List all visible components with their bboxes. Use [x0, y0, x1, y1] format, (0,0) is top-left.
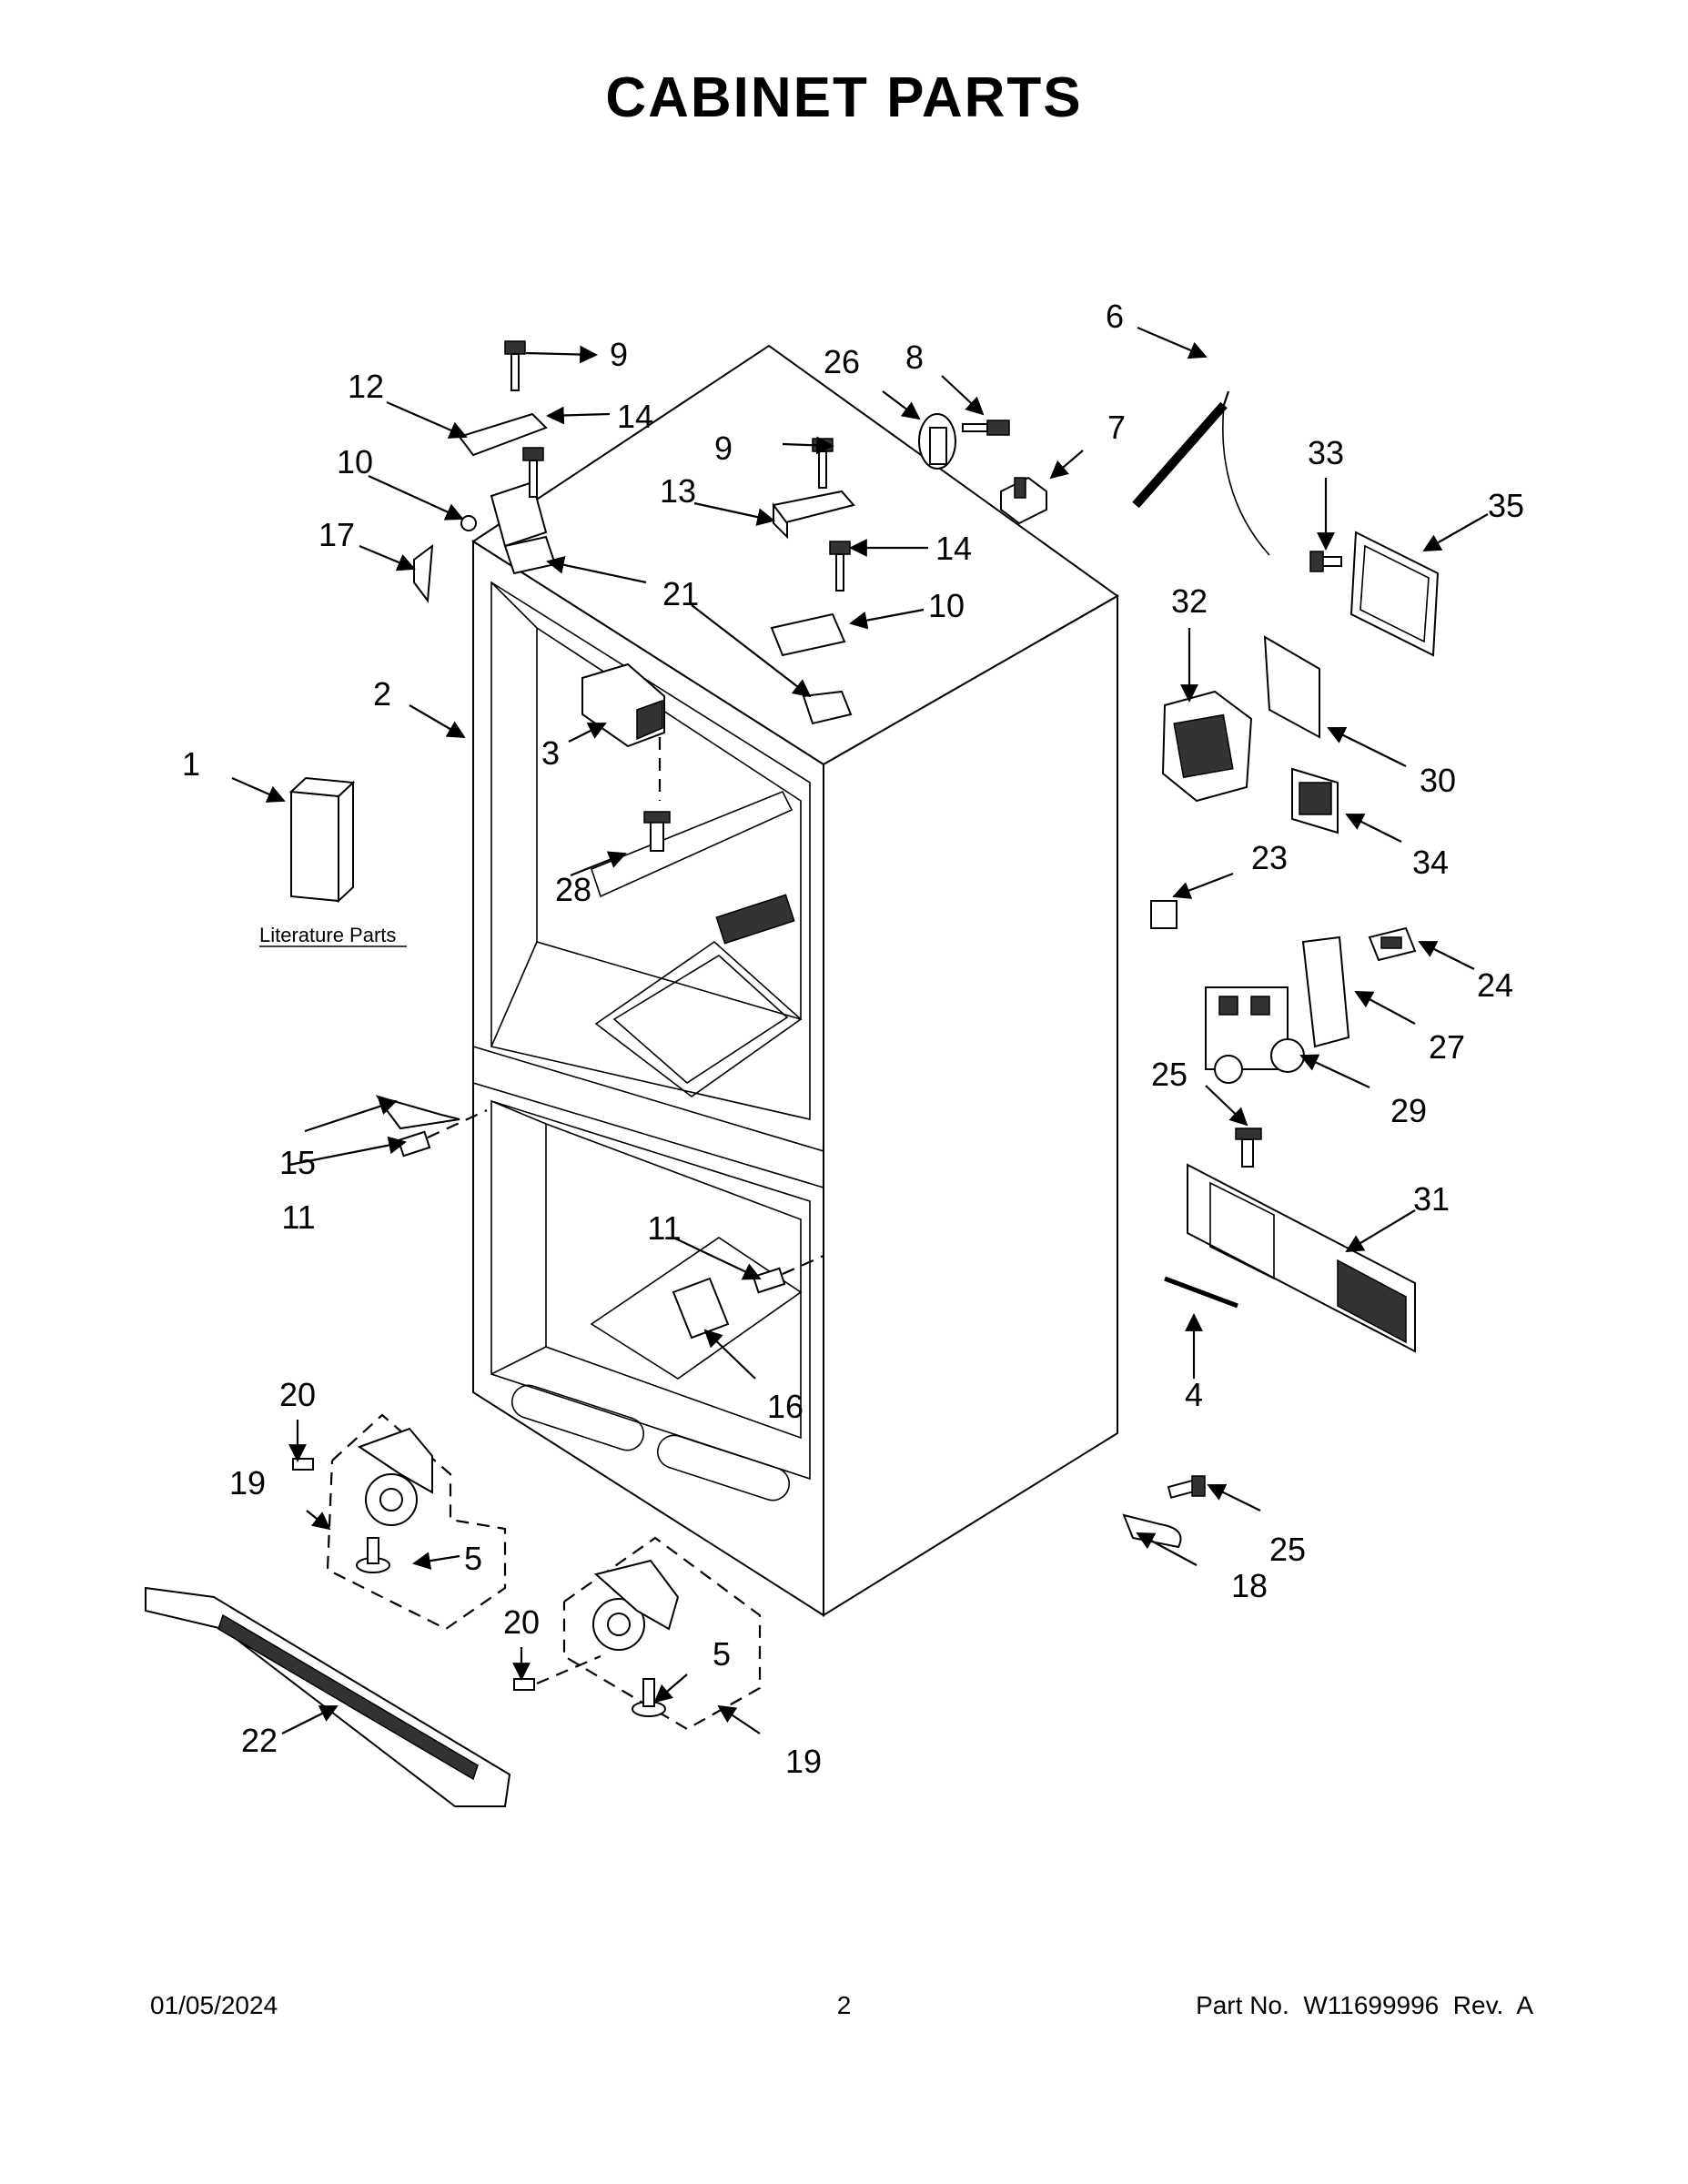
callout-17: 17 [318, 516, 355, 553]
part-clip [413, 543, 434, 603]
callout-21: 21 [662, 575, 699, 612]
callout-20-right: 20 [503, 1603, 540, 1641]
callout-1: 1 [182, 745, 200, 783]
part-screw-25a [1235, 1127, 1262, 1168]
callout-19-right: 19 [785, 1743, 822, 1780]
callout-labels: 1 2 3 4 5 5 6 7 8 9 9 10 10 11 11 12 13 … [182, 298, 1524, 1780]
part-screw-25b [1167, 1475, 1206, 1499]
callout-11-left: 11 [281, 1198, 315, 1236]
callout-20-left: 20 [279, 1376, 316, 1413]
callout-27: 27 [1429, 1028, 1465, 1066]
callout-24: 24 [1477, 966, 1513, 1004]
callout-14-left: 14 [617, 398, 653, 435]
part-screw-14a [522, 447, 544, 498]
refrigerator-cabinet [471, 344, 1119, 1617]
part-compressor-cover [1187, 1163, 1416, 1353]
footer-date: 01/05/2024 [150, 1991, 278, 2019]
callout-31: 31 [1413, 1180, 1450, 1218]
callout-2: 2 [373, 675, 391, 713]
callout-18: 18 [1231, 1567, 1268, 1604]
part-cover-panel [1263, 635, 1320, 739]
part-screw-9a [504, 340, 526, 391]
callout-8: 8 [905, 339, 924, 376]
part-water-tube [1132, 390, 1270, 556]
part-hinge-cam [918, 413, 1010, 470]
page-title: CABINET PARTS [605, 66, 1083, 129]
callout-30: 30 [1420, 762, 1456, 799]
part-dispenser-switch [1368, 926, 1417, 962]
callout-34: 34 [1412, 844, 1449, 881]
callout-9-left: 9 [610, 336, 628, 373]
footer-page-number: 2 [836, 1991, 852, 2019]
callout-13: 13 [660, 472, 696, 510]
callout-23: 23 [1251, 839, 1288, 876]
callout-12: 12 [348, 368, 384, 405]
callout-25-lower: 25 [1269, 1531, 1306, 1568]
part-access-cover [1349, 531, 1440, 657]
callout-6: 6 [1106, 298, 1124, 335]
callout-25-upper: 25 [1151, 1056, 1188, 1093]
callout-5-right: 5 [713, 1635, 731, 1673]
part-bracket-left [375, 1095, 488, 1158]
part-valve-bracket [1301, 935, 1350, 1048]
callout-29: 29 [1390, 1092, 1427, 1129]
leader-lines [231, 326, 1489, 1734]
part-screw-28 [643, 811, 671, 852]
callout-28: 28 [555, 871, 591, 908]
callout-19-left: 19 [229, 1464, 266, 1502]
part-control-board [1161, 690, 1253, 803]
part-bracket [1000, 476, 1047, 525]
part-water-valve [1205, 986, 1305, 1084]
callout-10-right: 10 [928, 587, 965, 624]
literature-parts-label: Literature Parts [259, 924, 396, 946]
callout-4: 4 [1185, 1376, 1203, 1413]
callout-3: 3 [541, 734, 560, 772]
callout-9-right: 9 [714, 430, 733, 467]
callout-11-right: 11 [647, 1209, 681, 1247]
part-thermistor [1150, 900, 1178, 929]
part-hinge-upper-left [458, 412, 548, 548]
callout-26: 26 [824, 343, 860, 380]
part-roller-assembly-left [292, 1413, 507, 1631]
part-literature [288, 776, 356, 904]
callout-35: 35 [1488, 487, 1524, 524]
callout-5-left: 5 [464, 1540, 482, 1577]
part-toe-grille [145, 1586, 511, 1807]
callout-15: 15 [279, 1144, 316, 1181]
part-screw-33 [1309, 551, 1342, 572]
callout-22: 22 [241, 1722, 278, 1759]
part-roller-assembly-right [513, 1536, 762, 1731]
callout-14-right: 14 [935, 530, 972, 567]
footer-part-number: Part No. W11699996 Rev. A [1196, 1991, 1533, 2019]
callout-32: 32 [1171, 582, 1208, 620]
callout-33: 33 [1308, 434, 1344, 471]
part-sensor-board [1291, 767, 1339, 834]
callout-10-left: 10 [337, 443, 373, 480]
part-gasket-strip [1164, 1276, 1238, 1309]
part-clamp [1122, 1513, 1182, 1549]
callout-16: 16 [767, 1388, 804, 1425]
callout-7: 7 [1107, 409, 1126, 446]
